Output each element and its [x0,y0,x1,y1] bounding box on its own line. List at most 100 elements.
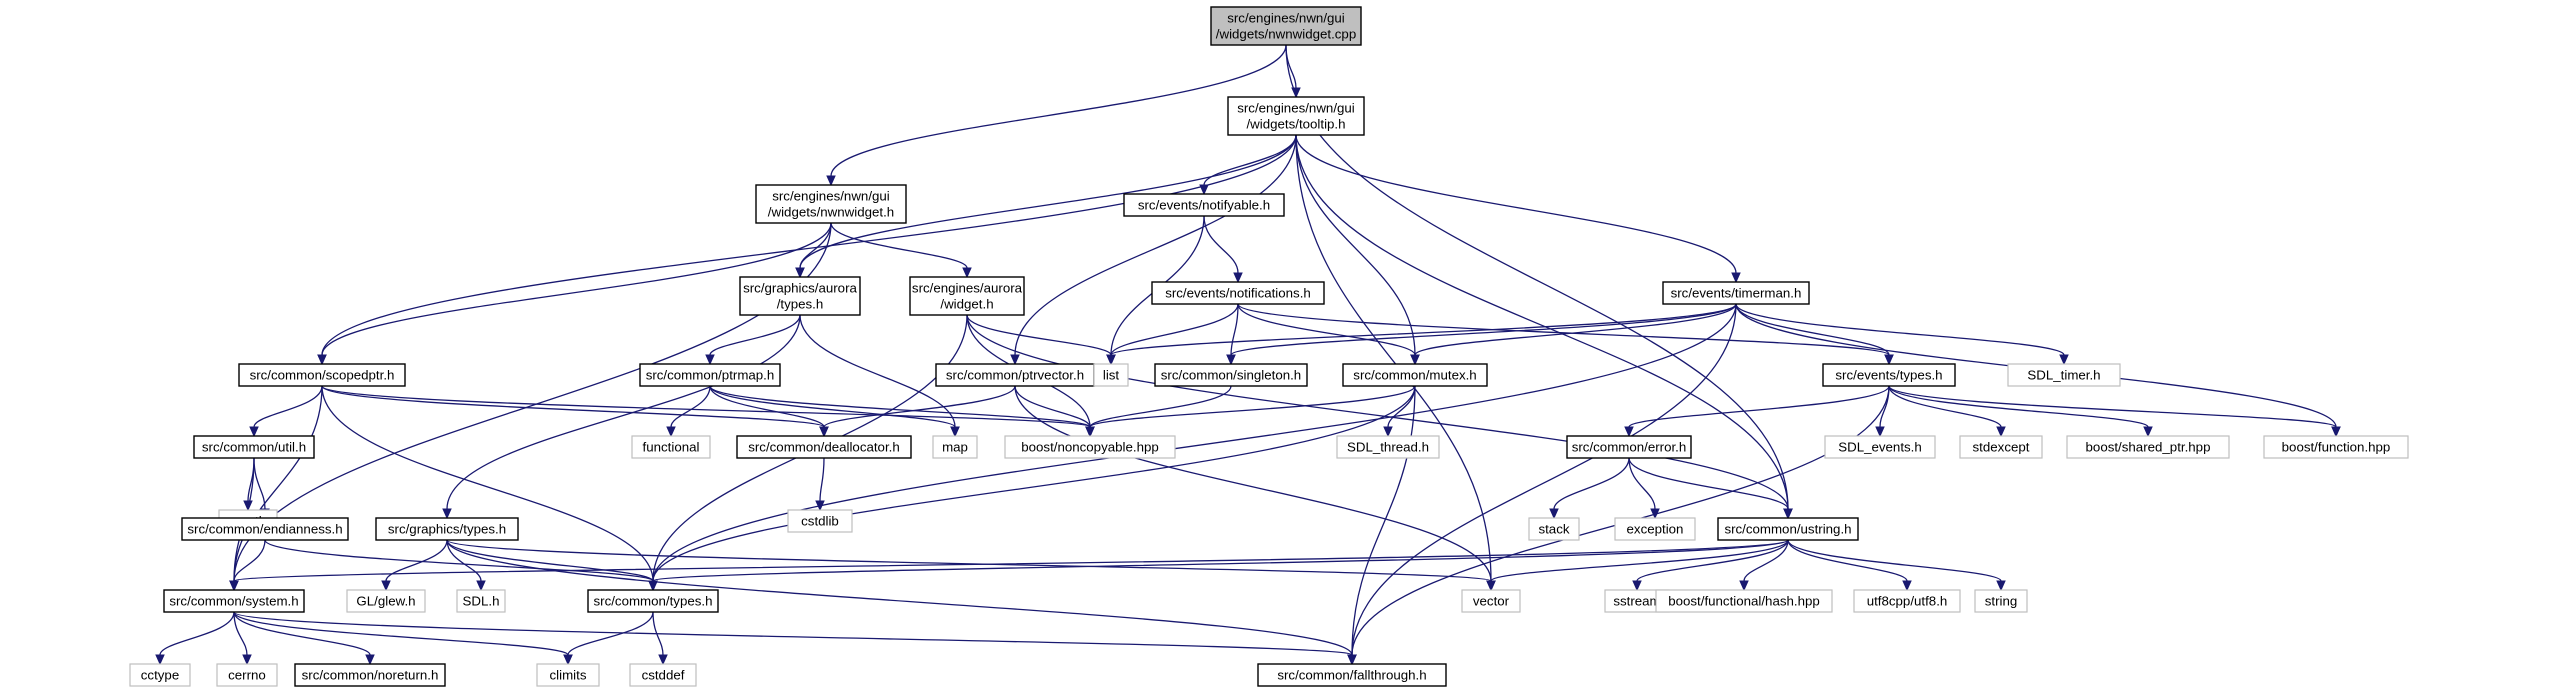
node-label: src/events/notifications.h [1165,286,1311,301]
node-notifications-h[interactable]: src/events/notifications.h [1151,281,1325,305]
node-sdl-h: SDL.h [456,589,506,613]
edge-arrowhead [648,580,658,592]
node-box [294,663,446,687]
edge-arrowhead [819,426,829,438]
edge-nwnwidget_cpp-to-nwnwidget_h [830,44,1287,177]
edge-timerman_h-to-mutex_h [1414,303,1737,356]
edge-error_h-to-stack [1553,457,1630,510]
node-aurora-types-h[interactable]: src/graphics/aurora/types.h [739,276,861,316]
node-common-types-h[interactable]: src/common/types.h [587,589,719,613]
edge-arrowhead [243,500,253,512]
edge-util_h-to-endianness_h [253,457,266,510]
node-label: src/common/ustring.h [1724,522,1851,537]
edge-arrowhead [249,426,259,438]
node-cctype: cctype [129,663,191,687]
node-label: stack [1538,522,1569,537]
node-deallocator-h[interactable]: src/common/deallocator.h [736,435,912,459]
node-box [631,435,711,459]
edge-arrowhead [1226,354,1236,366]
node-notifyable-h[interactable]: src/events/notifyable.h [1123,193,1285,217]
edge-arrowhead [1902,580,1912,592]
edge-arrowhead [563,654,573,666]
edge-arrowhead [2059,354,2069,366]
edge-arrowhead [1085,426,1095,438]
edge-arrowhead [317,354,327,366]
edge-system_h-to-cerrno [233,611,248,656]
node-scopedptr-h[interactable]: src/common/scopedptr.h [238,363,406,387]
edge-nwnwidget_h-to-scopedptr_h [321,222,832,356]
edge-arrowhead [365,654,375,666]
node-system-h[interactable]: src/common/system.h [163,589,305,613]
edge-ustring_h-to-string [1787,539,2002,582]
edge-arrowhead [1347,654,1357,666]
node-box [1257,663,1447,687]
node-sdl-events-h: SDL_events.h [1824,435,1936,459]
edge-aurora_types_h-to-ptrmap_h [709,314,801,356]
node-endianness-h[interactable]: src/common/endianness.h [181,517,349,541]
node-box [1614,517,1696,541]
node-list: list [1093,363,1129,387]
edge-ustring_h-to-utf8_h [1787,539,1908,582]
node-util-h[interactable]: src/common/util.h [193,435,315,459]
edge-arrowhead [1650,508,1660,520]
edge-aurora_types_h-to-map [799,314,956,428]
node-fallthrough-h[interactable]: src/common/fallthrough.h [1257,663,1447,687]
edge-timerman_h-to-events_types_h [1735,303,1890,356]
node-nwnwidget-h[interactable]: src/engines/nwn/gui/widgets/nwnwidget.h [755,184,907,224]
node-timerman-h[interactable]: src/events/timerman.h [1662,281,1810,305]
node-functional: functional [631,435,711,459]
node-label: src/common/util.h [202,440,306,455]
node-tooltip-h[interactable]: src/engines/nwn/gui/widgets/tooltip.h [1227,96,1365,136]
edge-arrowhead [1549,508,1559,520]
edge-arrowhead [229,580,239,592]
edge-ustring_h-to-hash_hpp [1743,539,1789,582]
node-label: src/common/types.h [594,594,713,609]
node-aurora-widget-h[interactable]: src/engines/aurora/widget.h [909,276,1025,316]
node-stack: stack [1528,517,1580,541]
node-climits: climits [536,663,600,687]
node-label: /widgets/nwnwidget.cpp [1216,27,1356,42]
edge-system_h-to-fallthrough_h [233,611,1353,656]
node-label: src/common/system.h [169,594,298,609]
edge-graphics_types_h-to-sdl_h [446,539,482,582]
edge-aurora_types_h-to-graphics_types_h [446,314,801,510]
edge-graphics_types_h-to-vector [446,539,1492,582]
edge-tooltip_h-to-vector [1295,134,1492,582]
edge-timerman_h-to-fallthrough_h [1351,303,1737,656]
node-label: src/common/noreturn.h [302,668,439,683]
node-ptrvector-h[interactable]: src/common/ptrvector.h [935,363,1095,387]
node-error-h[interactable]: src/common/error.h [1566,435,1692,459]
node-mutex-h[interactable]: src/common/mutex.h [1342,363,1488,387]
edge-aurora_widget_h-to-ustring_h [966,314,1789,510]
edge-error_h-to-ustring_h [1628,457,1789,510]
edge-error_h-to-exception [1628,457,1656,510]
node-box [1974,589,2028,613]
edge-arrowhead [1739,580,1749,592]
edge-arrowhead [1731,272,1741,284]
node-events-types-h[interactable]: src/events/types.h [1822,363,1956,387]
edge-tooltip_h-to-notifyable_h [1203,134,1297,186]
node-noncopyable-hpp: boost/noncopyable.hpp [1004,435,1176,459]
node-ustring-h[interactable]: src/common/ustring.h [1717,517,1859,541]
node-label: src/common/mutex.h [1353,368,1476,383]
node-label: cctype [141,668,179,683]
node-label: SDL_thread.h [1347,440,1429,455]
node-graphics-types-h[interactable]: src/graphics/types.h [375,517,519,541]
edge-notifications_h-to-events_types_h [1237,303,1890,356]
node-label: cstddef [642,668,685,683]
edge-arrowhead [381,580,391,592]
node-box [181,517,349,541]
node-singleton-h[interactable]: src/common/singleton.h [1154,363,1308,387]
node-sdl-thread-h: SDL_thread.h [1336,435,1440,459]
node-noreturn-h[interactable]: src/common/noreturn.h [294,663,446,687]
edge-notifyable_h-to-notifications_h [1203,215,1239,274]
edge-tooltip_h-to-timerman_h [1295,134,1737,274]
node-label: sstream [1613,594,1660,609]
node-ptrmap-h[interactable]: src/common/ptrmap.h [639,363,781,387]
node-nwnwidget-cpp: src/engines/nwn/gui/widgets/nwnwidget.cp… [1210,6,1362,46]
edge-timerman_h-to-sdl_timer_h [1735,303,2065,356]
node-label: map [942,440,968,455]
node-box [1151,281,1325,305]
node-label: src/events/timerman.h [1671,286,1802,301]
node-label: /widgets/nwnwidget.h [768,205,894,220]
